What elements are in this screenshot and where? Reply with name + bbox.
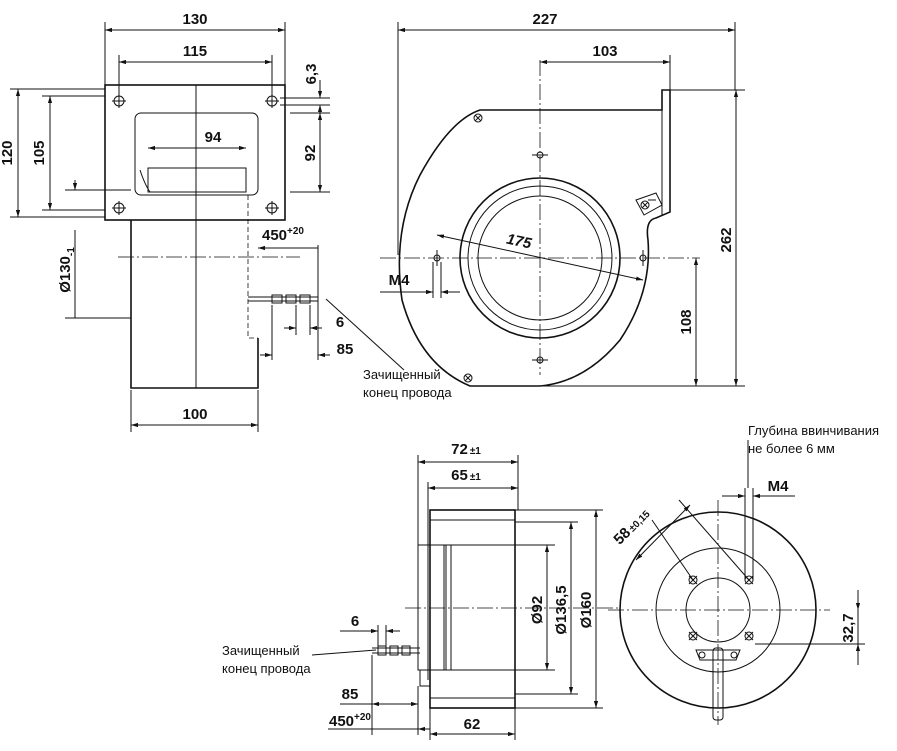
bsv-shaft <box>419 669 431 687</box>
dim-92: 92 <box>302 145 319 162</box>
front-view: 227 103 175 M4 262 108 <box>380 11 745 387</box>
dim-450: 450+20 <box>262 226 304 244</box>
note-wire-2: конец провода <box>363 385 452 400</box>
dim-262: 262 <box>718 227 735 252</box>
dim-100: 100 <box>182 406 207 423</box>
dim-94: 94 <box>205 129 222 146</box>
dim-115: 115 <box>183 43 207 60</box>
bfv-dim-m4: M4 <box>768 478 789 495</box>
flange-tab <box>635 192 663 216</box>
volute-housing <box>398 89 671 387</box>
bfv-connector <box>695 649 741 661</box>
dim-108: 108 <box>678 309 695 334</box>
dim-227: 227 <box>532 11 557 28</box>
dim-72: 72±1 <box>451 441 481 458</box>
bsv-dim-85: 85 <box>342 686 359 703</box>
side-body <box>130 220 259 389</box>
dim-160-dia: Ø160 <box>578 592 595 629</box>
side-impeller-slot <box>147 167 247 193</box>
dim-m4: M4 <box>389 272 410 289</box>
bfv-note-2: не более 6 мм <box>748 441 835 456</box>
dim-6: 6 <box>336 314 344 331</box>
bottom-front-view: 58±0,15 M4 Глубина ввинчивания не более … <box>608 423 879 725</box>
bottom-side-view: 72±1 65±1 Ø92 Ø136,5 Ø160 6 Зачищенный к… <box>222 441 620 740</box>
bsv-motor-flange <box>417 544 447 671</box>
dim-6-3: 6,3 <box>303 64 320 85</box>
dim-175: 175 <box>505 231 534 253</box>
dim-130: 130 <box>182 11 207 28</box>
side-slot-curve <box>139 169 151 193</box>
dim-65: 65±1 <box>451 467 481 484</box>
dim-103: 103 <box>592 43 617 60</box>
side-mounting-holes <box>112 94 279 215</box>
dim-130-dia: Ø130-1 <box>57 247 77 293</box>
dim-92-dia: Ø92 <box>529 596 546 624</box>
dim-85: 85 <box>337 341 354 358</box>
side-view: 130 115 6,3 92 120 105 94 Ø130-1 450+20 <box>0 11 452 432</box>
dim-120: 120 <box>0 140 16 165</box>
dim-136-5-dia: Ø136,5 <box>553 585 570 634</box>
bsv-note-2: конец провода <box>222 661 311 676</box>
bfv-note-1: Глубина ввинчивания <box>748 423 879 438</box>
housing-screws <box>463 113 650 383</box>
bsv-dim-6: 6 <box>351 613 359 630</box>
side-wire <box>248 294 318 304</box>
bsv-dim-450: 450+20 <box>329 712 371 730</box>
dim-32-7: 32,7 <box>840 613 857 642</box>
dim-105: 105 <box>31 140 48 165</box>
bsv-note-1: Зачищенный <box>222 643 300 658</box>
bsv-housing <box>429 509 516 709</box>
bsv-wire <box>372 645 420 656</box>
dim-62: 62 <box>464 716 481 733</box>
side-hidden-edge <box>247 195 258 339</box>
bfv-holes <box>688 575 754 641</box>
side-flange <box>104 84 286 221</box>
note-wire-1: Зачищенный <box>363 367 441 382</box>
bfv-cable <box>712 647 724 721</box>
